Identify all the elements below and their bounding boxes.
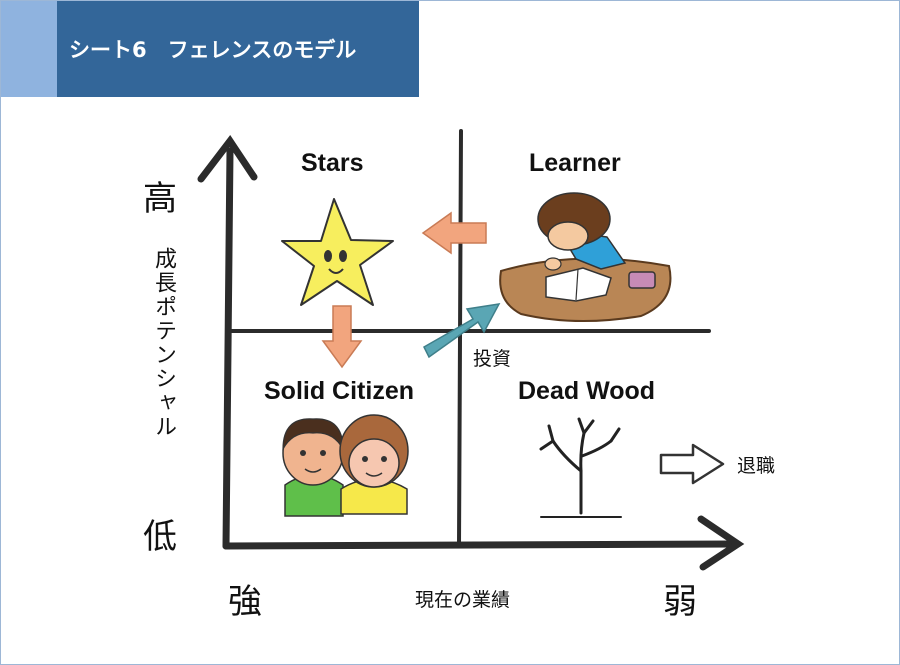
- retirement-label: 退職: [737, 455, 776, 477]
- arrow-stars-to-solid-citizen: [321, 305, 363, 369]
- quadrant-label-dead-wood: Dead Wood: [518, 377, 656, 405]
- solid-citizen-illustration: [282, 414, 409, 517]
- horizontal-axis-arrow: [222, 515, 745, 571]
- dead-tree-illustration: [539, 417, 622, 518]
- quadrant-label-learner: Learner: [529, 149, 621, 177]
- vertical-axis-arrow: [197, 134, 258, 550]
- quadrant-divider-lines: [227, 129, 711, 548]
- y-axis-high-label: 高: [143, 179, 177, 219]
- quadrant-label-solid-citizen: Solid Citizen: [264, 377, 414, 405]
- x-axis-title: 現在の業績: [415, 589, 511, 611]
- arrow-learner-to-stars: [421, 211, 487, 255]
- x-axis-strong-label: 強: [228, 582, 262, 622]
- slide-title: シート6 フェレンスのモデル: [57, 1, 419, 97]
- arrow-investment: [423, 303, 501, 359]
- title-accent-bar: [1, 1, 57, 97]
- investment-label: 投資: [473, 348, 512, 370]
- star-icon: [281, 198, 394, 306]
- learner-illustration: [499, 192, 672, 322]
- quadrant-label-stars: Stars: [301, 149, 364, 177]
- arrow-retirement: [659, 443, 725, 485]
- y-axis-low-label: 低: [143, 517, 177, 557]
- x-axis-weak-label: 弱: [663, 582, 697, 622]
- y-axis-title: 成長ポテンシャル: [151, 247, 176, 439]
